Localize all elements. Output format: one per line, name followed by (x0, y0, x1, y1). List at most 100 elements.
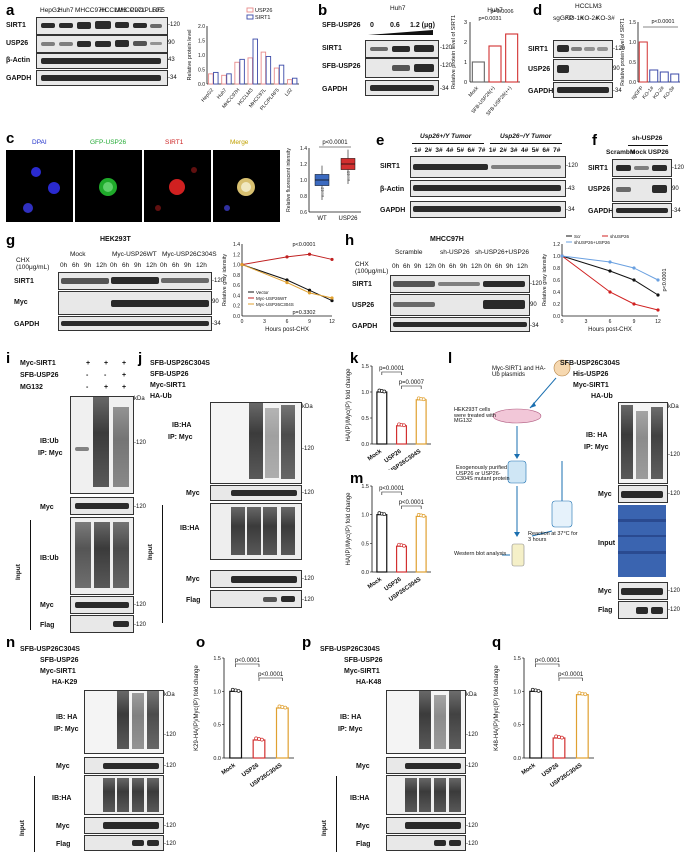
ib-label: IB:Ub (40, 438, 59, 445)
cond-label: HA-K29 (52, 679, 78, 686)
series-line (241, 264, 333, 299)
panel-label-n: n (6, 634, 16, 651)
cond-label: Myc-SIRT1 (344, 668, 380, 675)
bar (273, 67, 280, 85)
y-tick-label: 1.2 (300, 162, 307, 168)
data-point (557, 735, 561, 739)
n-label: n=48 (346, 170, 351, 181)
p-value: p<0.0001 (399, 500, 425, 506)
row-label: Flag (40, 622, 55, 629)
blot-b-sfb (365, 58, 439, 78)
channel-label: Merge (230, 139, 249, 146)
y-axis-label: Relative protein level (187, 29, 193, 80)
image-dapi (6, 150, 73, 222)
bar (395, 425, 408, 445)
y-tick-label: 1.5 (629, 20, 636, 26)
p-value: p<0.0001 (235, 658, 261, 664)
time-label: 6h (403, 263, 411, 270)
x-tick-label: USP26 (241, 762, 261, 778)
legend-label: Myc-USP26WT (256, 296, 287, 301)
p-value: p=0.0001 (379, 366, 405, 372)
blot-l-ha (618, 402, 668, 484)
lane-label: 3# (510, 147, 518, 154)
sig-bracket (258, 677, 283, 681)
cell-label: HEK293T (100, 236, 131, 243)
blot-f-gapdh (612, 203, 672, 218)
blot-i-input-ub (70, 517, 134, 595)
group-label: Myc-USP26WT (112, 251, 157, 258)
y-tick-label: 0.5 (198, 68, 205, 74)
sign-cell: + (122, 360, 127, 367)
blot-g-sirt1 (58, 272, 212, 290)
blot-p-flag (386, 835, 466, 851)
cond-label: MG132 (20, 384, 43, 391)
p-value: p<0.0001 (258, 672, 284, 678)
bar (488, 45, 502, 83)
y-tick-label: 1.0 (213, 689, 221, 695)
blot-p-ha (386, 690, 466, 754)
step-text: Reaction at 37°C for 3 hours (528, 531, 578, 543)
lane-label: 4# (521, 147, 529, 154)
chx-label: CHX (100μg/mL) (355, 261, 389, 275)
cond-label: SFB-USP26C304S (320, 646, 380, 653)
kda-marker: kDa (134, 396, 145, 402)
input-label: Input (321, 820, 328, 836)
blot-e-sirt1 (410, 156, 566, 178)
data-point (421, 514, 426, 518)
data-point (330, 298, 334, 303)
kda-marker: -120 (212, 278, 225, 284)
cond-label: His-USP26 (573, 371, 609, 378)
p-value: p<0.0001 (292, 242, 315, 248)
p-value: p=0.0007 (399, 380, 425, 386)
sig-bracket (235, 663, 260, 667)
data-point (260, 737, 264, 742)
kda-marker: -120 (668, 607, 681, 613)
data-point (421, 397, 426, 402)
row-label: USP26 (352, 302, 375, 309)
time-label: 9h (506, 263, 514, 270)
data-point (632, 266, 636, 270)
row-label: SIRT1 (588, 165, 608, 172)
bar (234, 61, 240, 85)
y-tick-label: 0.4 (233, 293, 240, 299)
dose: 0.6 (390, 22, 400, 29)
data-point (656, 278, 660, 282)
data-point (560, 735, 564, 740)
bar (221, 74, 227, 85)
time-label: 0h (110, 262, 118, 269)
bar (247, 57, 253, 85)
row-label: β-Actin (6, 57, 31, 64)
blot-i-flag (70, 615, 134, 633)
row-label: IB:HA (180, 525, 200, 532)
panel-label-i: i (6, 350, 11, 367)
cond-label: Myc-SIRT1 (573, 382, 609, 389)
time-label: 9h (134, 262, 142, 269)
data-point (307, 288, 312, 292)
blot-actin (36, 53, 168, 69)
y-tick-label: 0.6 (300, 210, 307, 216)
y-tick-label: 0.0 (361, 442, 369, 448)
time-label: 0h (60, 262, 68, 269)
panel-label-f: f (592, 132, 597, 149)
y-axis-label: Relative gray idensity (222, 254, 228, 307)
legend-label: SIRT1 (255, 15, 271, 21)
kda-marker: -120 (164, 732, 177, 738)
data-point (560, 254, 564, 258)
bar (670, 73, 680, 83)
row-label: Flag (356, 841, 371, 848)
y-tick-label: 0 (464, 80, 467, 86)
bar (291, 77, 298, 85)
row-label: Flag (56, 841, 71, 848)
blot-n-ha (84, 690, 164, 754)
row-label: GAPDH (528, 88, 554, 95)
sig-bracket (381, 491, 402, 495)
x-tick-label: 0 (241, 319, 244, 325)
lane-label: KO-2# (580, 15, 599, 22)
bar (278, 64, 285, 85)
y-tick-label: 0.8 (233, 273, 240, 279)
p-value: p=0.0031 (478, 16, 501, 22)
group-label: Scramble (395, 249, 423, 256)
kda-marker: -43 (566, 186, 575, 192)
lane-label: Huh7 (58, 7, 74, 14)
series-line (241, 253, 333, 266)
